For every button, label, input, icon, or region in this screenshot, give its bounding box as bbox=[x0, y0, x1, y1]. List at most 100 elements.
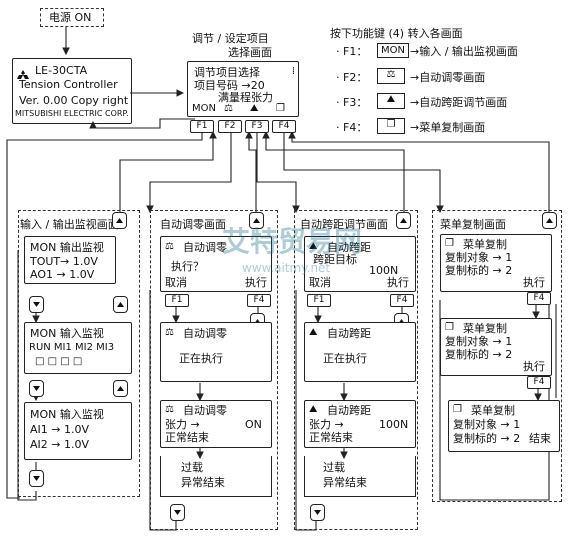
screen-value: 100N bbox=[369, 264, 399, 277]
fn-label-mon: MON bbox=[192, 103, 216, 114]
io-monitor-title: 输入 / 输出监视画面 bbox=[20, 218, 119, 231]
select-title: 调节项目选择 bbox=[194, 66, 260, 79]
menu-copy-icon: ❐ bbox=[453, 404, 462, 415]
io-up-button[interactable] bbox=[113, 380, 128, 397]
power-on-label: 电源 ON bbox=[49, 11, 92, 24]
span-f1-key[interactable]: F1 bbox=[307, 294, 331, 307]
span-down-button[interactable] bbox=[310, 504, 325, 521]
screen-title: MON 输入监视 bbox=[30, 327, 104, 340]
fkey-f3[interactable]: F3 bbox=[245, 120, 269, 133]
menu-copy-screen-2: ❐ 菜单复制 复制对象 → 1 复制标的 → 2 执行 bbox=[440, 318, 552, 376]
screen-line: 复制标的 → 2 bbox=[445, 264, 513, 277]
controller-maker: MITSUBISHI ELECTRIC CORP. bbox=[15, 109, 129, 118]
screen-line: 过载 bbox=[323, 461, 345, 474]
io-input-monitor-screen: MON 输入监视 RUN MI1 MI2 MI3 □ □ □ □ bbox=[24, 322, 132, 374]
fkey-f4[interactable]: F4 bbox=[272, 120, 296, 133]
screen-line: AI1 → 1.0V bbox=[30, 423, 89, 436]
auto-zero-column bbox=[150, 210, 278, 530]
zero-down-button[interactable] bbox=[170, 504, 185, 521]
cancel-label: 取消 bbox=[165, 276, 187, 289]
zero-up-button[interactable] bbox=[249, 212, 264, 229]
screen-line: 异常结束 bbox=[181, 476, 225, 489]
screen-line: AO1 → 1.0V bbox=[30, 268, 95, 281]
screen-title: 菜单复制 bbox=[463, 322, 507, 335]
menu-copy-screen-1: ❐ 菜单复制 复制对象 → 1 复制标的 → 2 执行 bbox=[440, 234, 552, 292]
screen-line: RUN MI1 MI2 MI3 bbox=[29, 342, 115, 353]
auto-zero-error-screen: 过载 异常结束 bbox=[160, 456, 272, 497]
execute-label: 执行 bbox=[387, 276, 409, 289]
copy-up-button[interactable] bbox=[542, 212, 557, 229]
auto-span-column bbox=[294, 210, 418, 530]
span-f4-key[interactable]: F4 bbox=[390, 294, 414, 307]
screen-line: 跨距目标 bbox=[313, 253, 357, 266]
screen-title: 菜单复制 bbox=[471, 404, 515, 417]
select-item: 项目号码 →20 bbox=[194, 79, 265, 92]
screen-title: 自动跨距 bbox=[327, 327, 371, 340]
screen-line: TOUT→ 1.0V bbox=[30, 255, 98, 268]
span-up-button[interactable] bbox=[396, 212, 411, 229]
screen-title: 自动调零 bbox=[183, 327, 227, 340]
screen-line: 复制对象 → 1 bbox=[445, 251, 513, 264]
auto-span-running-screen: ⛰ 自动跨距 正在执行 bbox=[304, 322, 416, 382]
auto-zero-icon: ⚖ bbox=[165, 327, 174, 338]
auto-zero-running-screen: ⚖ 自动调零 正在执行 bbox=[160, 322, 272, 382]
auto-span-icon: ⛰ bbox=[377, 93, 405, 109]
auto-zero-icon: ⚖ bbox=[224, 103, 233, 114]
screen-title: 自动跨距 bbox=[327, 404, 371, 417]
auto-zero-done-screen: ⚖ 自动调零 张力 → ON 正常结束 bbox=[160, 400, 272, 448]
fkey-f1[interactable]: F1 bbox=[190, 120, 214, 133]
io-down-button[interactable] bbox=[29, 296, 44, 313]
screen-line: 复制对象 → 1 bbox=[453, 418, 521, 431]
fkey-f2[interactable]: F2 bbox=[218, 120, 242, 133]
screen-title: MON 输入监视 bbox=[30, 408, 104, 421]
end-label: 结束 bbox=[529, 432, 551, 445]
menu-copy-icon: ❐ bbox=[377, 118, 405, 134]
zero-f4-key[interactable]: F4 bbox=[247, 294, 271, 307]
menu-copy-icon: ❐ bbox=[445, 238, 454, 249]
screen-line: 正在执行 bbox=[323, 352, 367, 365]
auto-zero-icon: ⚖ bbox=[165, 241, 174, 252]
screen-line: 过载 bbox=[181, 461, 203, 474]
controller-panel: LE-30CTA Tension Controller Ver. 0.00 Co… bbox=[12, 58, 132, 124]
screen-line: 复制标的 → 2 bbox=[445, 348, 513, 361]
screen-title: 自动调零 bbox=[183, 404, 227, 417]
copy-f4-key[interactable]: F4 bbox=[527, 376, 551, 389]
io-down-button[interactable] bbox=[29, 470, 44, 487]
screen-line: 张力 → bbox=[165, 418, 200, 431]
auto-zero-confirm-screen: ⚖ 自动调零 执行？ 取消 执行 bbox=[160, 236, 272, 292]
menu-copy-icon: ❐ bbox=[276, 103, 285, 114]
io-up-button[interactable] bbox=[113, 296, 128, 313]
execute-label: 执行 bbox=[523, 360, 545, 373]
screen-line: AI2 → 1.0V bbox=[30, 438, 89, 451]
io-down-button[interactable] bbox=[29, 380, 44, 397]
controller-version: Ver. 0.00 Copy right bbox=[19, 94, 129, 107]
menu-copy-icon: ❐ bbox=[445, 322, 454, 333]
screen-title: 自动调零 bbox=[183, 241, 227, 254]
menu-copy-column bbox=[432, 210, 562, 502]
controller-model: LE-30CTA bbox=[35, 64, 88, 77]
zero-f1-key[interactable]: F1 bbox=[165, 294, 189, 307]
auto-span-error-screen: 过载 异常结束 bbox=[304, 456, 416, 497]
io-monitor-column bbox=[18, 210, 140, 497]
io-analog-input-screen: MON 输入监视 AI1 → 1.0V AI2 → 1.0V bbox=[24, 402, 132, 460]
controller-name: Tension Controller bbox=[19, 78, 118, 91]
auto-zero-title: 自动调零画面 bbox=[160, 218, 226, 231]
auto-span-icon: ⛰ bbox=[309, 404, 318, 415]
auto-span-confirm-screen: ⛰ 自动跨距 跨距目标 100N 取消 执行 bbox=[304, 236, 416, 292]
screen-line: 正常结束 bbox=[165, 431, 209, 444]
screen-value: ON bbox=[245, 418, 262, 431]
io-up-button[interactable] bbox=[112, 212, 127, 229]
auto-zero-icon: ⚖ bbox=[377, 68, 405, 84]
screen-title: 菜单复制 bbox=[463, 238, 507, 251]
screen-line: 复制对象 → 1 bbox=[445, 335, 513, 348]
mitsubishi-logo-icon bbox=[17, 65, 29, 79]
screen-line: 复制标的 → 2 bbox=[453, 432, 521, 445]
select-desc: 满量程张力 bbox=[218, 91, 273, 104]
menu-copy-title: 菜单复制画面 bbox=[440, 218, 506, 231]
auto-span-icon: ⛰ bbox=[309, 241, 318, 252]
execute-label: 执行 bbox=[523, 276, 545, 289]
auto-span-done-screen: ⛰ 自动跨距 张力 → 100N 正常结束 bbox=[304, 400, 416, 448]
legend-title: 按下功能键 (4) 转入各画面 bbox=[330, 27, 463, 40]
copy-f4-key[interactable]: F4 bbox=[527, 292, 551, 305]
screen-line: 正常结束 bbox=[309, 431, 353, 444]
